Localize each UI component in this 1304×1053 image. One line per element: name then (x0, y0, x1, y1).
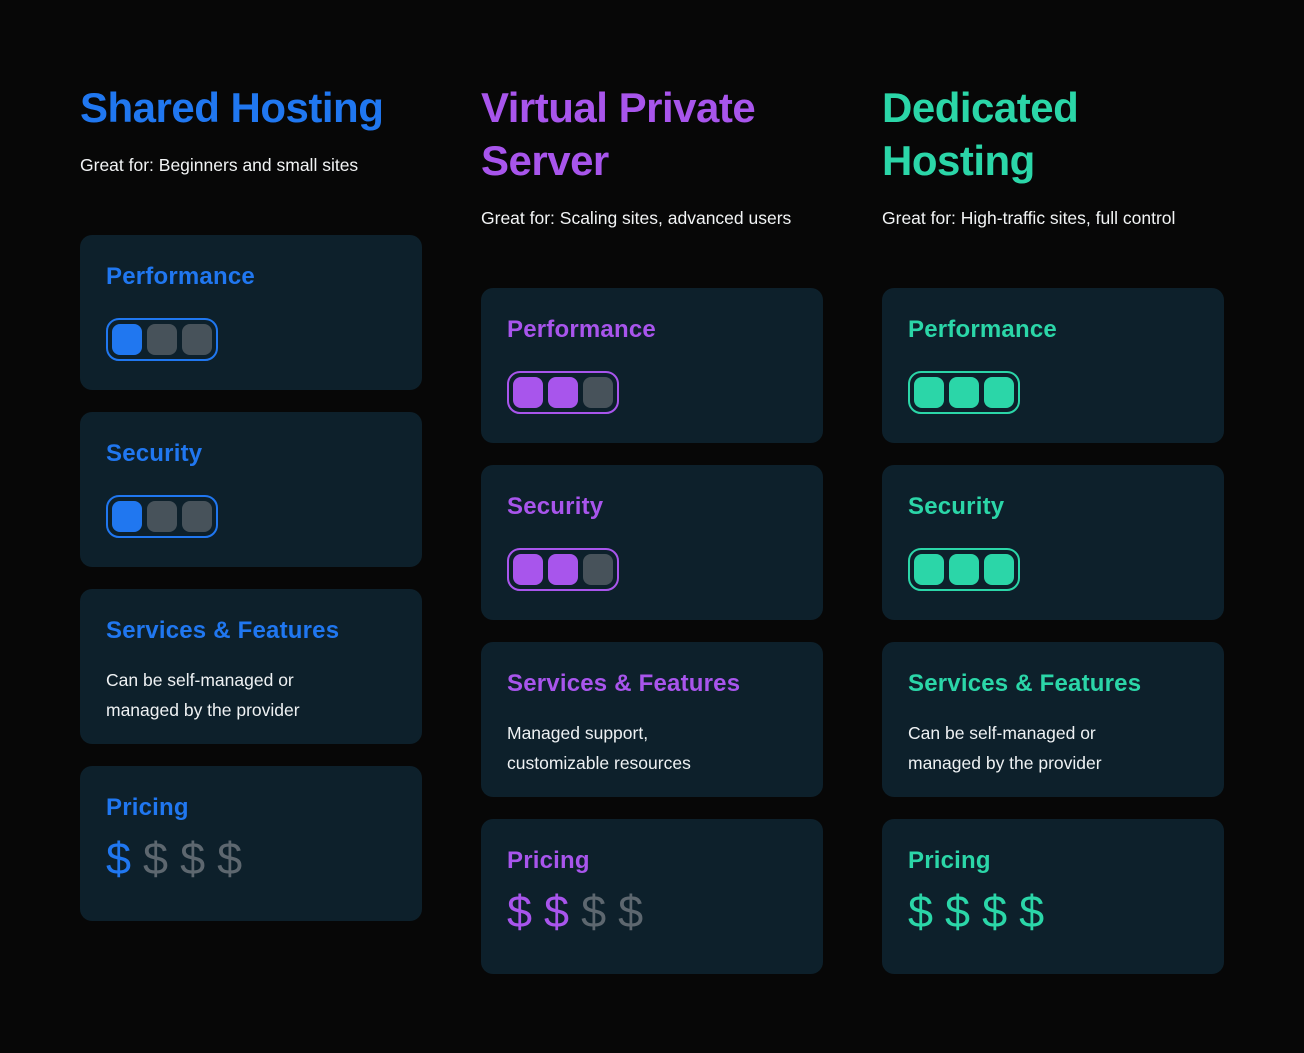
rating-meter (507, 547, 619, 591)
card-description-line: managed by the provider (106, 699, 300, 720)
rating-meter (908, 370, 1020, 414)
card-description: Managed support, customizable resources (507, 718, 797, 778)
meter-segment-filled (513, 553, 543, 585)
column-tagline: Great for: Beginners and small sites (80, 154, 359, 175)
price-level-indicator: $$$$ (507, 887, 797, 937)
card-label: Security (106, 439, 203, 467)
meter-segment-filled (949, 553, 979, 585)
dollar-icon-filled: $ (1019, 885, 1045, 937)
column-tagline: Great for: Scaling sites, advanced users (481, 207, 792, 228)
card-stack: Performance Security Services & Features… (80, 234, 422, 921)
meter-segment-filled (914, 553, 944, 585)
card-services-features: Services & Features Can be self-managed … (80, 588, 422, 744)
meter-segment-empty (583, 376, 613, 408)
card-performance: Performance (882, 287, 1224, 443)
rating-meter (106, 494, 218, 538)
card-label: Services & Features (106, 616, 340, 644)
column-title: Dedicated Hosting (882, 84, 1079, 184)
card-stack: Performance Security Services & Features… (882, 287, 1224, 974)
card-security: Security (882, 464, 1224, 620)
meter-segment-filled (548, 376, 578, 408)
dollar-icon-empty: $ (143, 832, 169, 884)
dollar-icon-empty: $ (618, 885, 644, 937)
card-description-line: managed by the provider (908, 752, 1102, 773)
card-pricing: Pricing $$$$ (481, 818, 823, 974)
rating-meter (507, 370, 619, 414)
meter-segment-empty (182, 500, 212, 532)
meter-segment-empty (147, 323, 177, 355)
card-description-line: Can be self-managed or (908, 722, 1096, 743)
meter-segment-filled (949, 376, 979, 408)
column-tagline: Great for: High-traffic sites, full cont… (882, 207, 1176, 228)
hosting-columns: Shared Hosting Great for: Beginners and … (80, 0, 1224, 974)
column-title: Shared Hosting (80, 84, 384, 131)
rating-meter (106, 317, 218, 361)
card-description: Can be self-managed or managed by the pro… (106, 665, 396, 725)
card-pricing: Pricing $$$$ (80, 765, 422, 921)
card-services-features: Services & Features Can be self-managed … (882, 641, 1224, 797)
card-description-line: Can be self-managed or (106, 669, 294, 690)
meter-segment-filled (112, 500, 142, 532)
dollar-icon-filled: $ (945, 885, 971, 937)
card-description-line: customizable resources (507, 752, 691, 773)
meter-segment-filled (914, 376, 944, 408)
card-label: Pricing (908, 846, 991, 874)
meter-segment-empty (182, 323, 212, 355)
hosting-column-shared-hosting: Shared Hosting Great for: Beginners and … (80, 0, 422, 974)
dollar-icon-filled: $ (544, 885, 570, 937)
hosting-column-virtual-private-server: Virtual Private Server Great for: Scalin… (481, 0, 823, 974)
card-label: Performance (507, 315, 656, 343)
card-label: Pricing (106, 793, 189, 821)
column-title: Virtual Private Server (481, 84, 756, 184)
meter-segment-filled (112, 323, 142, 355)
card-services-features: Services & Features Managed support, cust… (481, 641, 823, 797)
meter-segment-filled (513, 376, 543, 408)
dollar-icon-filled: $ (982, 885, 1008, 937)
card-security: Security (80, 411, 422, 567)
rating-meter (908, 547, 1020, 591)
meter-segment-filled (984, 376, 1014, 408)
price-level-indicator: $$$$ (106, 834, 396, 884)
card-label: Services & Features (507, 669, 741, 697)
card-label: Performance (908, 315, 1057, 343)
card-stack: Performance Security Services & Features… (481, 287, 823, 974)
card-description-line: Managed support, (507, 722, 649, 743)
meter-segment-filled (984, 553, 1014, 585)
dollar-icon-empty: $ (581, 885, 607, 937)
card-security: Security (481, 464, 823, 620)
card-performance: Performance (80, 234, 422, 390)
card-label: Services & Features (908, 669, 1142, 697)
dollar-icon-filled: $ (106, 832, 132, 884)
card-label: Performance (106, 262, 255, 290)
dollar-icon-filled: $ (507, 885, 533, 937)
price-level-indicator: $$$$ (908, 887, 1198, 937)
card-description: Can be self-managed or managed by the pro… (908, 718, 1198, 778)
card-pricing: Pricing $$$$ (882, 818, 1224, 974)
dollar-icon-empty: $ (180, 832, 206, 884)
hosting-column-dedicated-hosting: Dedicated Hosting Great for: High-traffi… (882, 0, 1224, 974)
meter-segment-empty (583, 553, 613, 585)
card-label: Security (908, 492, 1005, 520)
card-performance: Performance (481, 287, 823, 443)
meter-segment-empty (147, 500, 177, 532)
card-label: Security (507, 492, 604, 520)
dollar-icon-empty: $ (217, 832, 243, 884)
dollar-icon-filled: $ (908, 885, 934, 937)
meter-segment-filled (548, 553, 578, 585)
card-label: Pricing (507, 846, 590, 874)
